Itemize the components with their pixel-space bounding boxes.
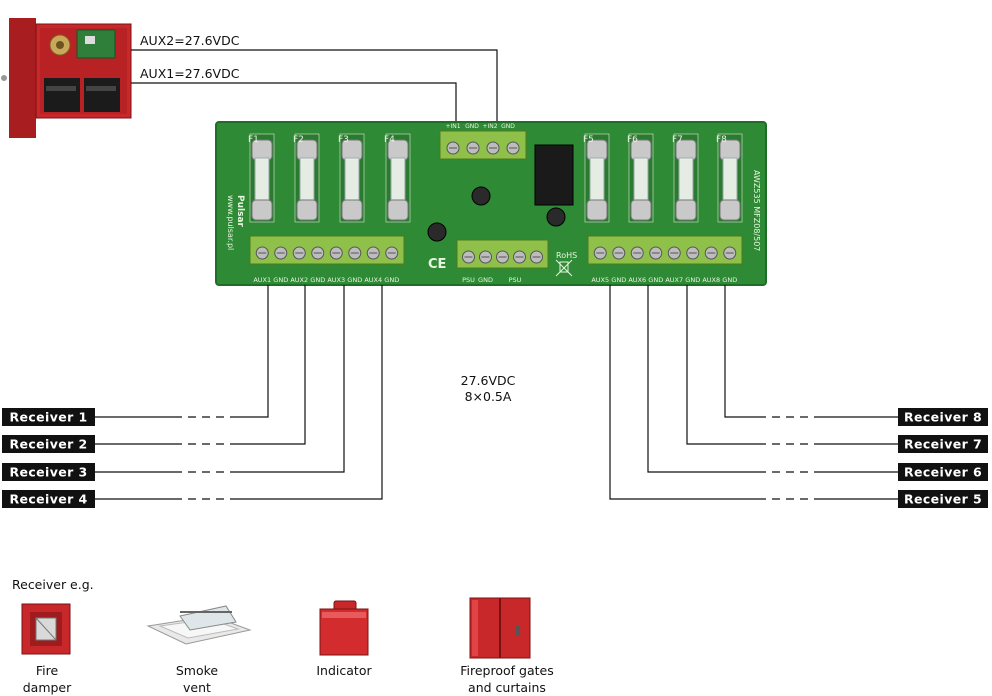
terminal-label: GND xyxy=(273,276,288,284)
receiver-label-7: Receiver 7 xyxy=(898,435,988,453)
fuse-label: F4 xyxy=(384,135,395,145)
indicator-icon xyxy=(319,600,369,656)
weee-bin-icon xyxy=(555,259,573,277)
fuse-icon: F8 xyxy=(716,133,743,223)
fire-damper-icon xyxy=(21,603,71,655)
terminal-label: AUX3 xyxy=(327,276,345,284)
example-label: and curtains xyxy=(468,680,546,695)
terminal-label: AUX1 xyxy=(253,276,271,284)
board-website: www.pulsar.pl xyxy=(226,195,235,250)
output-wire xyxy=(95,285,306,445)
receiver-label-text: Receiver 1 xyxy=(9,410,87,425)
terminal-label: GND xyxy=(685,276,700,284)
terminal-label: GND xyxy=(384,276,399,284)
fuse-icon: F7 xyxy=(672,133,699,223)
aux1-input-label: AUX1=27.6VDC xyxy=(140,66,240,81)
fuse-label: F3 xyxy=(338,135,349,145)
terminal-label: GND xyxy=(611,276,626,284)
terminal-label: PSU xyxy=(509,276,522,284)
receiver-label-1: Receiver 1 xyxy=(2,408,95,426)
fuse-icon: F6 xyxy=(627,133,654,223)
capacitor-icon xyxy=(546,207,566,227)
fuse-label: F7 xyxy=(672,135,683,145)
output-wire xyxy=(95,285,269,418)
fuse-label: F2 xyxy=(293,135,304,145)
example-label: Fireproof gates xyxy=(460,663,553,678)
terminal-label: AUX2 xyxy=(290,276,308,284)
receiver-label-2: Receiver 2 xyxy=(2,435,95,453)
output-current-label: 8×0.5A xyxy=(465,389,512,404)
fuse-distribution-board: www.pulsar.pl Pulsar AWZ535 MFZ08/507 CE… xyxy=(215,121,767,286)
receiver-label-8: Receiver 8 xyxy=(898,408,988,426)
receiver-label-text: Receiver 7 xyxy=(904,437,982,452)
fuse-label: F6 xyxy=(627,135,638,145)
fuse-icon: F2 xyxy=(293,133,320,223)
receiver-label-text: Receiver 5 xyxy=(904,492,982,507)
terminal-label: AUX4 xyxy=(364,276,382,284)
receiver-labels: Receiver 1 Receiver 2 Receiver 3 Receiver 4… xyxy=(2,408,988,508)
receiver-label-text: Receiver 8 xyxy=(904,410,982,425)
fuse-icon: F5 xyxy=(583,133,610,223)
receiver-label-text: Receiver 6 xyxy=(904,465,982,480)
example-label: Smoke xyxy=(176,663,219,678)
example-label: vent xyxy=(183,680,211,695)
terminal-label: GND xyxy=(648,276,663,284)
aux2-input-label: AUX2=27.6VDC xyxy=(140,33,240,48)
receiver-label-4: Receiver 4 xyxy=(2,490,95,508)
output-wires xyxy=(95,285,898,500)
input-wires xyxy=(131,49,498,128)
output-wire xyxy=(647,285,898,473)
fuse-label: F5 xyxy=(583,135,594,145)
relay-component xyxy=(534,144,574,206)
terminal-label: GND xyxy=(465,123,479,130)
board-model: AWZ535 MFZ08/507 xyxy=(752,170,761,251)
fuse-icon: F1 xyxy=(248,133,275,223)
power-supply-enclosure-icon xyxy=(1,18,132,138)
fuse-label: F1 xyxy=(248,135,259,145)
terminal-label: PSU xyxy=(462,276,475,284)
terminal-label: AUX5 xyxy=(591,276,609,284)
terminal-label: GND xyxy=(310,276,325,284)
example-label: Indicator xyxy=(316,663,372,678)
receiver-label-text: Receiver 4 xyxy=(9,492,87,507)
output-voltage-label: 27.6VDC xyxy=(461,373,516,388)
output-wire xyxy=(724,285,898,418)
terminal-label: AUX6 xyxy=(628,276,646,284)
ce-mark: CE xyxy=(428,257,446,272)
output-wire xyxy=(686,285,898,445)
receiver-label-text: Receiver 2 xyxy=(9,437,87,452)
terminal-label: +IN1 xyxy=(445,123,460,130)
terminal-label: GND xyxy=(722,276,737,284)
fuse-label: F8 xyxy=(716,135,727,145)
rohs-mark: RoHS xyxy=(556,251,577,260)
output-wire xyxy=(95,285,345,473)
board-brand: Pulsar xyxy=(235,195,245,228)
terminal-label: GND xyxy=(478,276,493,284)
example-label: Fire xyxy=(36,663,59,678)
terminal-block-input xyxy=(439,130,527,160)
examples-heading: Receiver e.g. xyxy=(12,577,94,592)
example-label: damper xyxy=(23,680,72,695)
output-wire xyxy=(609,285,898,500)
terminal-label: AUX7 xyxy=(665,276,683,284)
fuse-icon: F3 xyxy=(338,133,365,223)
receiver-label-5: Receiver 5 xyxy=(898,490,988,508)
terminal-label: AUX8 xyxy=(702,276,720,284)
fuse-icon: F4 xyxy=(384,133,411,223)
output-wire xyxy=(95,285,383,500)
receiver-label-6: Receiver 6 xyxy=(898,463,988,481)
fireproof-gate-icon xyxy=(469,597,531,659)
terminal-label: GND xyxy=(347,276,362,284)
receiver-label-text: Receiver 3 xyxy=(9,465,87,480)
smoke-vent-icon xyxy=(146,605,252,645)
capacitor-icon xyxy=(427,222,447,242)
terminal-label: +IN2 xyxy=(482,123,497,130)
terminal-label: GND xyxy=(501,123,515,130)
receiver-label-3: Receiver 3 xyxy=(2,463,95,481)
capacitor-icon xyxy=(471,186,491,206)
